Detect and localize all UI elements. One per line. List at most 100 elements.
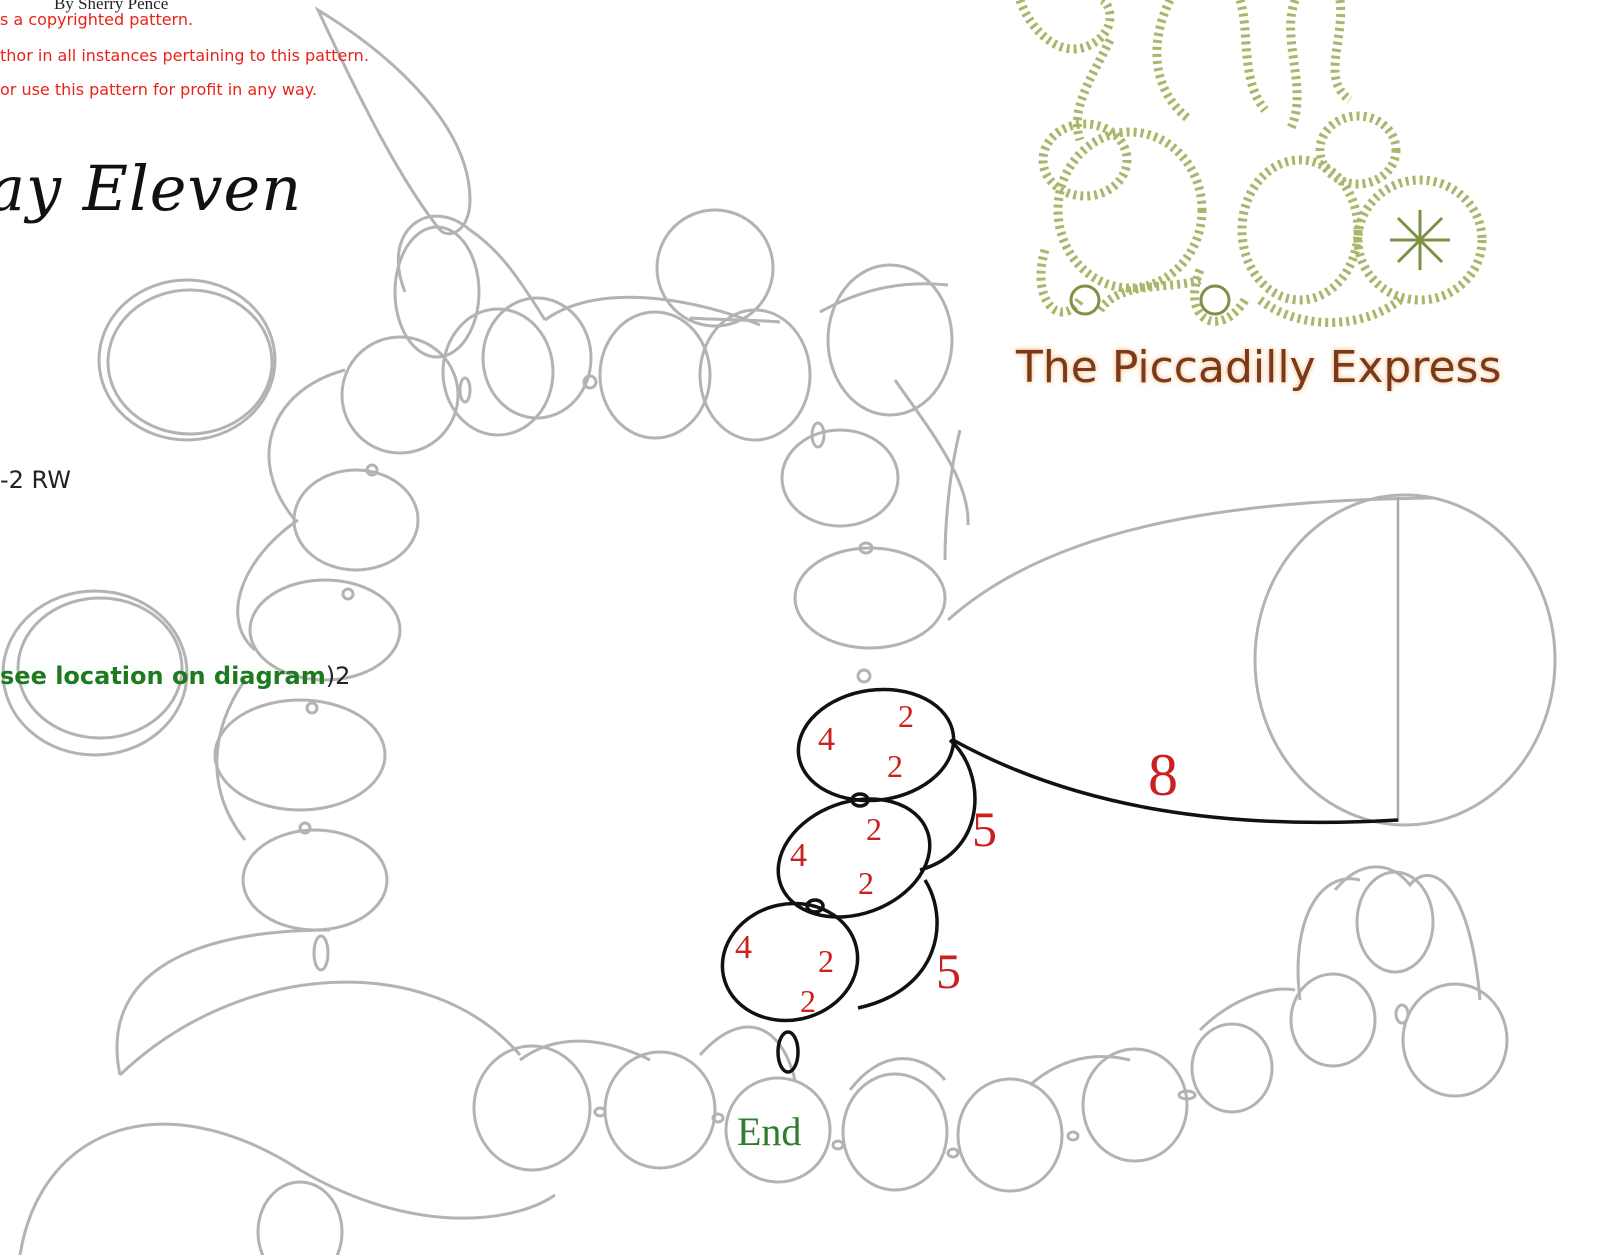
ring: [655, 208, 775, 328]
ring3-label-2b: 2: [800, 983, 816, 1019]
active-ring-2: [776, 797, 932, 919]
chain: [396, 214, 471, 293]
chain-label-5b: 5: [936, 943, 961, 999]
leaf-chain: [314, 6, 472, 236]
active-picot: [850, 792, 870, 808]
author-byline: By Sherry Pence: [54, 0, 169, 13]
ring: [340, 335, 460, 455]
active-ring-1: [796, 687, 956, 803]
ring: [292, 468, 420, 572]
ring: [1081, 1047, 1189, 1163]
chain: [943, 429, 962, 561]
active-chain-5a: [919, 738, 977, 872]
chain: [544, 295, 761, 327]
chain: [819, 282, 949, 314]
ring: [441, 307, 555, 437]
picot: [946, 1147, 960, 1159]
ring-left-inner: [16, 596, 184, 740]
chain: [1029, 1054, 1131, 1087]
picot: [365, 463, 379, 477]
instruction-suffix: )2: [325, 662, 351, 690]
chain-label-8: 8: [1148, 742, 1178, 808]
ring: [956, 1077, 1064, 1193]
ring: [1401, 982, 1509, 1098]
ring: [248, 578, 402, 682]
ring2-label-4: 4: [790, 837, 807, 874]
chain: [848, 1057, 947, 1091]
chain: [469, 228, 547, 321]
picot: [593, 1106, 607, 1118]
ring: [598, 310, 712, 440]
chain: [1333, 865, 1482, 1001]
picot: [831, 1139, 845, 1151]
ring: [1289, 972, 1377, 1068]
chain: [698, 1025, 797, 1081]
page-title: ay Eleven: [0, 152, 303, 225]
copyright-line-2: thor in all instances pertaining to this…: [0, 46, 369, 65]
active-picot: [805, 898, 825, 914]
ring: [793, 546, 947, 650]
ring: [213, 698, 387, 812]
chain: [1198, 987, 1296, 1032]
arc-chain: [118, 980, 522, 1077]
picot: [1066, 1130, 1080, 1142]
chain: [893, 379, 970, 526]
ring: [1190, 1022, 1274, 1114]
ring1-label-2a: 2: [898, 698, 914, 734]
instruction-line-1: -2 RW: [0, 466, 71, 494]
ring-topleft-outer: [97, 278, 277, 442]
picot: [305, 701, 319, 715]
arc-chain: [115, 928, 331, 1076]
picot: [858, 541, 874, 555]
picot: [582, 374, 598, 390]
ring: [256, 1180, 344, 1255]
ring3-label-2a: 2: [818, 943, 834, 979]
chain: [519, 1039, 651, 1062]
ring: [780, 428, 900, 528]
ring2-label-2a: 2: [866, 811, 882, 847]
ring-topleft-inner: [106, 288, 274, 436]
end-ring: [724, 1076, 832, 1184]
picot: [810, 421, 826, 449]
ring: [698, 308, 812, 442]
active-chain-5b: [857, 879, 939, 1010]
copyright-line-3: or use this pattern for profit in any wa…: [0, 80, 318, 99]
chain: [215, 679, 247, 841]
ring2-label-2b: 2: [858, 865, 874, 901]
picot: [298, 821, 312, 835]
picot: [856, 668, 872, 684]
picot: [1177, 1089, 1197, 1101]
picot: [711, 1112, 725, 1124]
active-ring-3: [720, 901, 860, 1023]
diagram-location-note: see location on diagram: [0, 662, 326, 690]
instruction-line-2: see location on diagram)2: [0, 662, 350, 690]
ring-left-outer: [1, 589, 189, 757]
ring: [826, 263, 954, 417]
picot: [341, 587, 355, 601]
ring: [481, 296, 593, 420]
ring-large-right: [1253, 493, 1557, 827]
brand-name: The Piccadilly Express: [1016, 342, 1502, 393]
ring3-label-4: 4: [735, 929, 752, 966]
end-label: End: [737, 1109, 801, 1154]
ring: [841, 1072, 949, 1192]
active-chain-8: [952, 738, 1399, 825]
chain: [236, 518, 299, 652]
ring: [393, 225, 481, 359]
chain-label-5a: 5: [972, 801, 997, 857]
ring1-label-2b: 2: [887, 748, 903, 784]
ring: [472, 1044, 592, 1172]
picot: [458, 376, 472, 404]
active-picot: [776, 1030, 800, 1074]
chain: [947, 496, 1436, 622]
picot: [1394, 1003, 1410, 1025]
picot: [312, 934, 330, 972]
copyright-line-1: s a copyrighted pattern.: [0, 10, 194, 29]
chain: [267, 368, 346, 521]
ring1-label-4: 4: [818, 721, 835, 758]
chain: [689, 316, 781, 324]
lace-photo: [1015, 0, 1487, 327]
